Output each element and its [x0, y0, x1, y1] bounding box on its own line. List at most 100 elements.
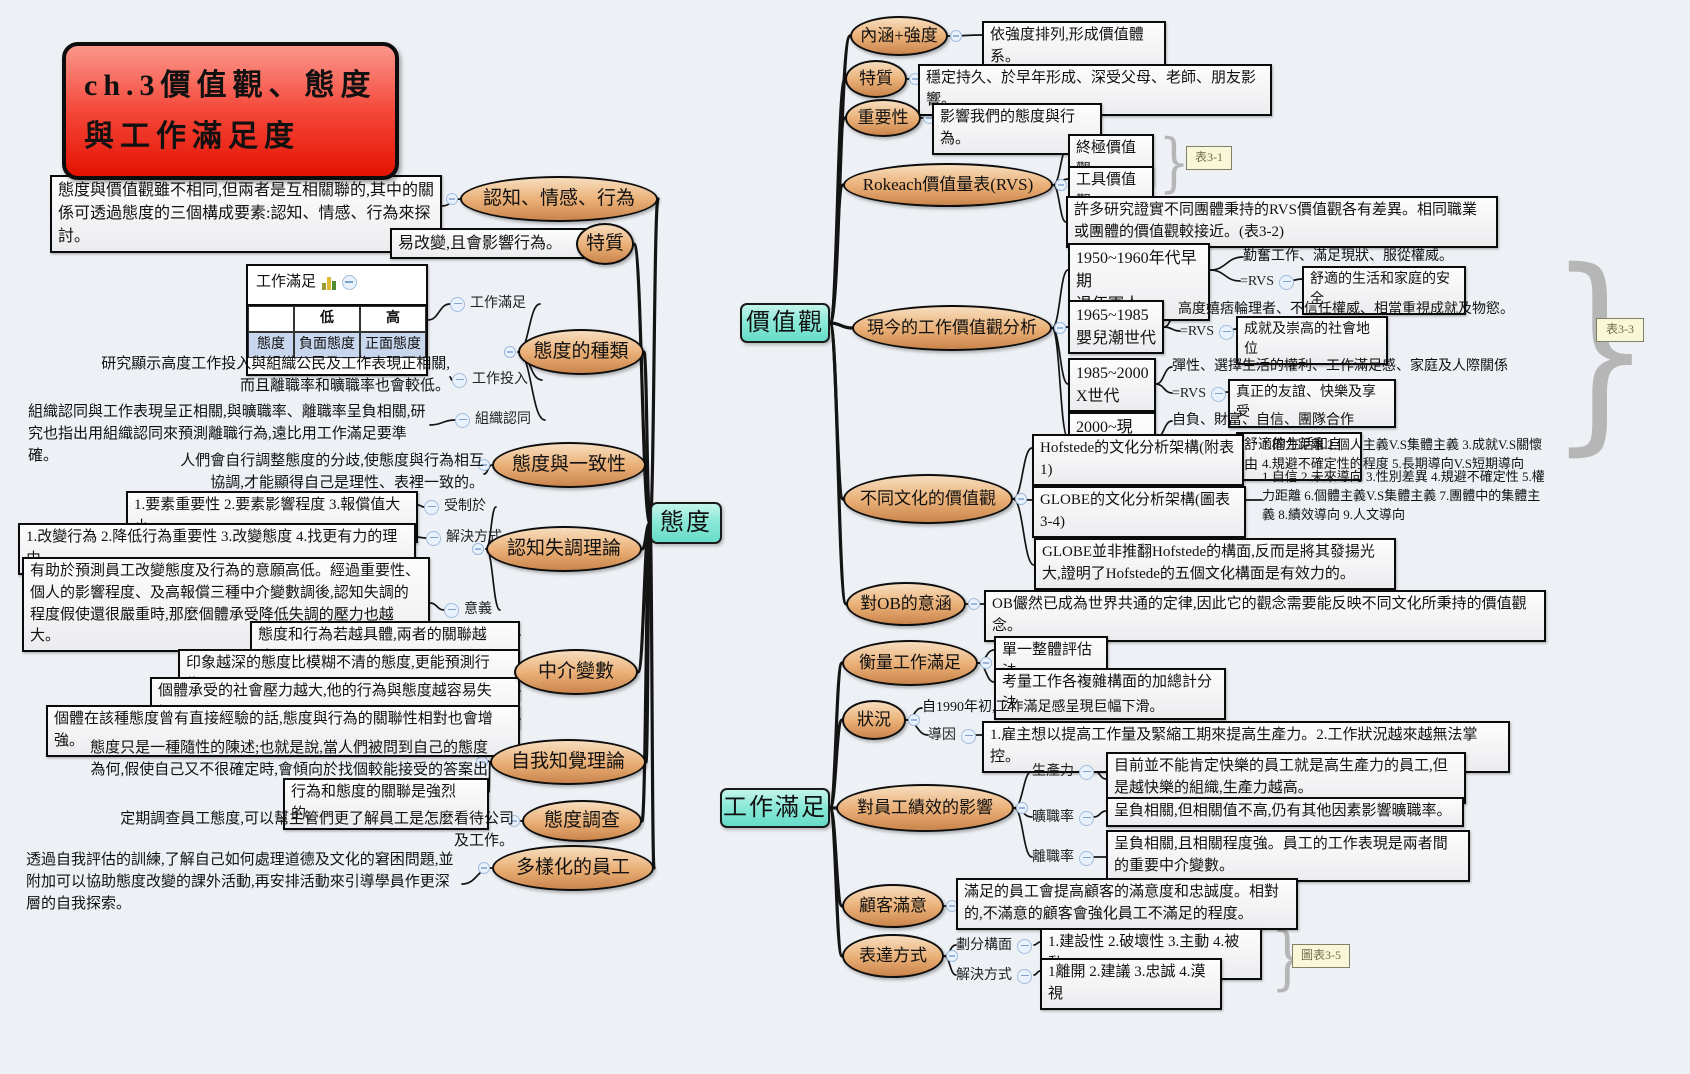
- topic-attitude-types[interactable]: 態度的種類: [518, 329, 644, 375]
- label-turnover[interactable]: 離職率: [1032, 848, 1094, 868]
- box-turnover[interactable]: 呈負相關,且相關程度強。員工的工作表現是兩者間的重要中介變數。: [1106, 830, 1470, 882]
- collapse-icon[interactable]: [1211, 386, 1227, 402]
- topic-diverse-employees[interactable]: 多樣化的員工: [492, 845, 654, 891]
- table-header-0: [248, 305, 294, 333]
- text-hofstede-dimensions[interactable]: 1.權力距離 2.個人主義V.S集體主義 3.成就V.S關懷 4.規避不確定性的…: [1262, 437, 1543, 471]
- topic-values-trait[interactable]: 特質: [845, 60, 907, 98]
- box-absenteeism[interactable]: 呈負相關,但相關值不高,仍有其他因素影響曠職率。: [1106, 797, 1464, 827]
- label-turnover-text: 離職率: [1032, 850, 1074, 865]
- box-gen-x[interactable]: 1985~2000 X世代: [1068, 358, 1156, 413]
- box-productivity[interactable]: 目前並不能肯定快樂的員工就是高生產力的員工,但是越快樂的組織,生產力越高。: [1106, 752, 1466, 804]
- label-productivity[interactable]: 生產力: [1032, 762, 1094, 782]
- text-gen-veterans[interactable]: 勤奮工作、滿足現狀、服從權威。: [1243, 249, 1453, 264]
- label-subject-to[interactable]: 受制於: [424, 497, 496, 517]
- note-chart-3-5[interactable]: 圖表3-5: [1292, 944, 1350, 968]
- label-meaning[interactable]: 意義: [444, 600, 500, 620]
- collapse-icon[interactable]: [1279, 274, 1295, 290]
- box-attitude-vs-values[interactable]: 態度與價值觀雖不相同,但兩者是互相關聯的,其中的關係可透過態度的三個構成要素:認…: [50, 175, 442, 253]
- box-globe-note[interactable]: GLOBE並非推翻Hofstede的構面,反而是將其發揚光大,證明了Hofste…: [1034, 538, 1396, 590]
- collapse-icon[interactable]: [1079, 764, 1094, 780]
- topic-cross-culture-values[interactable]: 不同文化的價值觀: [843, 474, 1013, 524]
- note-table-3-1[interactable]: 表3-1: [1186, 146, 1232, 170]
- collapse-icon[interactable]: [444, 602, 459, 618]
- box-rvs-boomers[interactable]: 成就及崇高的社會地位: [1236, 316, 1388, 365]
- label-causes[interactable]: 導因: [928, 726, 976, 746]
- collapse-icon[interactable]: [1079, 810, 1094, 826]
- topic-measure-job-satisfaction[interactable]: 衡量工作滿足: [842, 640, 978, 686]
- topic-content-intensity[interactable]: 內涵+強度: [850, 16, 948, 56]
- text-job-involvement[interactable]: 研究顯示高度工作投入與組織公民及工作表現正相關,而且離職率和曠職率也會較低。: [101, 356, 450, 394]
- text-attitude-survey[interactable]: 定期調查員工態度,可以幫主管們更了解員工是怎麼看待公司及工作。: [120, 811, 514, 849]
- text-globe-dimensions[interactable]: 1.自信 2.未來導向 3.性別差異 4.規避不確定性 5.權力距離 6.個體主…: [1262, 469, 1545, 522]
- root-attitude[interactable]: 態度: [650, 502, 722, 544]
- box-globe[interactable]: GLOBE的文化分析架構(圖表3-4): [1032, 486, 1246, 538]
- topic-status[interactable]: 狀況: [842, 700, 906, 740]
- topic-cognition-affect-behavior[interactable]: 認知、情感、行為: [460, 176, 658, 222]
- box-ob-implications[interactable]: OB儼然已成為世界共通的定律,因此它的觀念需要能反映不同文化所秉持的價值觀念。: [984, 590, 1546, 642]
- topic-attitude-consistency[interactable]: 態度與一致性: [492, 442, 646, 488]
- table-title: 工作滿足: [256, 274, 317, 290]
- collapse-icon[interactable]: [450, 296, 465, 312]
- text-diverse-employees[interactable]: 透過自我評估的訓練,了解自己如何處理道德及文化的窘困問題,並附加可以協助態度改變…: [26, 852, 454, 912]
- text-gen-nexters[interactable]: 自負、財富、自信、團隊合作: [1172, 413, 1354, 428]
- collapse-icon[interactable]: [1017, 968, 1032, 984]
- topic-attitude-survey[interactable]: 態度調查: [522, 800, 642, 842]
- topic-customer-satisfaction[interactable]: 顧客滿意: [842, 884, 944, 928]
- box-content-intensity[interactable]: 依強度排列,形成價值體系。: [982, 21, 1166, 73]
- collapse-icon[interactable]: [961, 728, 976, 744]
- label-rvs-2[interactable]: =RVS: [1180, 322, 1235, 342]
- label-job-involvement[interactable]: 工作投入: [452, 370, 542, 390]
- label-absenteeism[interactable]: 曠職率: [1032, 808, 1094, 828]
- box-expression-solutions[interactable]: 1離開 2.建議 3.忠誠 4.漠視: [1040, 958, 1222, 1010]
- topic-self-perception[interactable]: 自我知覺理論: [490, 739, 646, 785]
- box-self-perception[interactable]: 行為和態度的關聯是強烈的。: [283, 778, 489, 830]
- collapse-icon[interactable]: [1017, 938, 1032, 954]
- table-cell-0-2: 正面態度: [360, 332, 426, 359]
- brace-chart-3-5: }: [1270, 917, 1305, 998]
- table-job-satisfaction[interactable]: 工作滿足低高態度負面態度正面態度: [246, 264, 428, 376]
- box-rvs-genx[interactable]: 真正的友誼、快樂及享受: [1228, 379, 1396, 428]
- topic-cognitive-dissonance[interactable]: 認知失調理論: [486, 526, 642, 572]
- label-rvs-1[interactable]: =RVS: [1240, 272, 1295, 292]
- box-summation-score[interactable]: 考量工作各複雜構面的加總計分法: [994, 668, 1226, 720]
- text-gen-boomers[interactable]: 高度嬉痞輪理者、不信任權威、相當重視成就及物慾。: [1178, 302, 1514, 317]
- note-table-3-3[interactable]: 表3-3: [1596, 318, 1644, 342]
- box-rvs-research[interactable]: 許多研究證實不同團體秉持的RVS價值觀各有差異。相同職業或團體的價值觀較接近。(…: [1066, 196, 1498, 248]
- root-job-satisfaction[interactable]: 工作滿足: [720, 788, 830, 828]
- text-attitude-consistency[interactable]: 人們會自行調整態度的分歧,使態度與行為相互協調,才能顯得自己是理性、表裡一致的。: [180, 453, 484, 491]
- label-rvs-3[interactable]: =RVS: [1172, 384, 1227, 404]
- table-header-2: 高: [360, 305, 426, 333]
- root-values[interactable]: 價值觀: [740, 303, 830, 343]
- topic-mediating-variables[interactable]: 中介變數: [514, 649, 638, 695]
- label-expression-solutions[interactable]: 解決方式: [956, 966, 1034, 986]
- label-meaning-text: 意義: [464, 602, 492, 617]
- topic-ob-implications[interactable]: 對OB的意涵: [846, 582, 966, 626]
- box-rvs-nexters[interactable]: 舒適的生活和自由: [1236, 432, 1362, 481]
- box-mediator-4[interactable]: 個體在該種態度曾有直接經驗的話,態度與行為的關聯性相對也會增強。: [46, 705, 520, 757]
- text-gen-x[interactable]: 彈性、選擇生活的權利、工作滿足感、家庭及人際關係: [1172, 359, 1508, 374]
- topic-expression[interactable]: 表達方式: [842, 934, 944, 978]
- topic-values-importance[interactable]: 重要性: [845, 99, 921, 137]
- topic-current-work-values[interactable]: 現今的工作價值觀分析: [852, 305, 1052, 351]
- topic-attitude-trait[interactable]: 特質: [576, 223, 634, 265]
- collapse-icon[interactable]: [341, 275, 357, 291]
- text-org-identification[interactable]: 組織認同與工作表現呈正相關,與曠職率、離職率呈負相關,研究也指出用組織認同來預測…: [28, 404, 426, 464]
- label-dimensions[interactable]: 劃分構面: [956, 936, 1034, 956]
- collapse-icon[interactable]: [1079, 850, 1094, 866]
- label-productivity-text: 生產力: [1032, 764, 1074, 779]
- collapse-icon[interactable]: [455, 412, 470, 428]
- label-org-identification[interactable]: 組織認同: [455, 410, 545, 430]
- box-customer-satisfaction[interactable]: 滿足的員工會提高顧客的滿意度和忠誠度。相對的,不滿意的顧客會強化員工不滿足的程度…: [956, 878, 1298, 930]
- topic-rokeach-rvs[interactable]: Rokeach價值量表(RVS): [843, 163, 1053, 207]
- topic-effect-on-performance[interactable]: 對員工績效的影響: [836, 784, 1014, 832]
- box-gen-boomers[interactable]: 1965~1985 嬰兒潮世代: [1068, 300, 1164, 355]
- box-rvs-veterans[interactable]: 舒適的生活和家庭的安全: [1302, 266, 1466, 315]
- collapse-icon[interactable]: [1219, 324, 1235, 340]
- collapse-icon[interactable]: [452, 372, 467, 388]
- label-job-satisfaction[interactable]: 工作滿足: [450, 294, 540, 314]
- box-hofstede[interactable]: Hofstede的文化分析架構(附表1): [1032, 434, 1244, 486]
- collapse-icon[interactable]: [426, 530, 441, 546]
- collapse-icon[interactable]: [424, 499, 439, 515]
- box-attitude-trait[interactable]: 易改變,且會影響行為。: [390, 228, 614, 260]
- text-status-trend[interactable]: 自1990年初,工作滿足感呈現巨幅下滑。: [922, 700, 1164, 715]
